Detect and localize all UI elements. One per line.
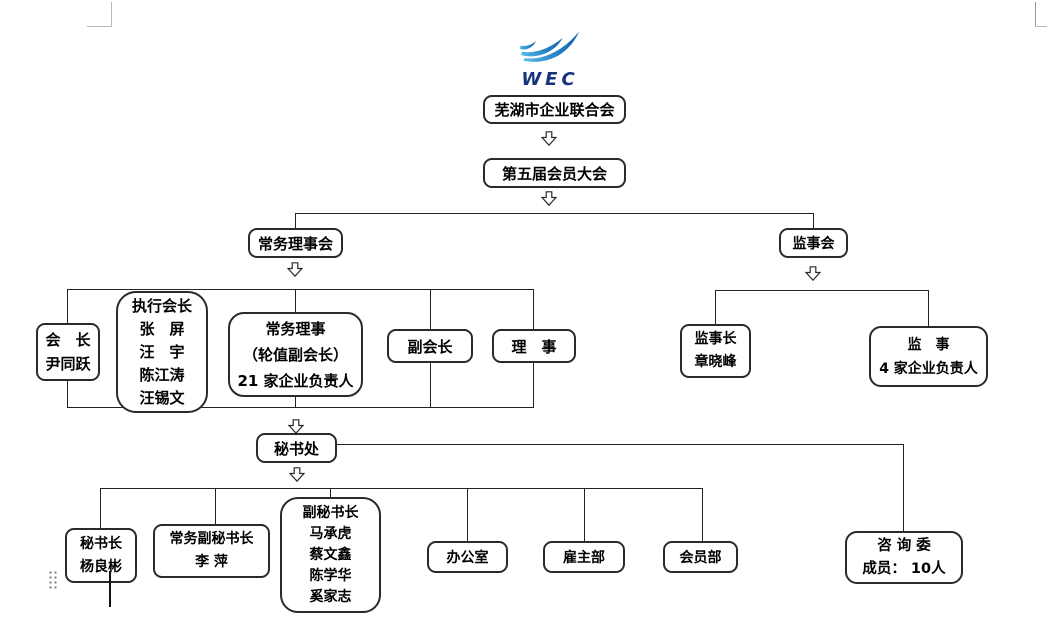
connector-line xyxy=(295,213,814,214)
wec-logo[interactable]: WEC xyxy=(495,29,605,90)
connector-line xyxy=(67,289,534,290)
org-box-federation[interactable]: 芜湖市企业联合会 xyxy=(483,95,626,124)
connector-line xyxy=(903,444,904,532)
connector-line xyxy=(67,407,534,408)
connector-line xyxy=(100,488,101,529)
org-box-standing-directors[interactable]: 常务理事 （轮值副会长） 21 家企业负责人 xyxy=(228,312,363,397)
org-box-advisory-committee[interactable]: 咨 询 委 成员： 10人 xyxy=(845,531,963,584)
connector-line xyxy=(215,488,216,525)
down-arrow-icon xyxy=(289,467,305,482)
org-box-employer-dept[interactable]: 雇主部 xyxy=(543,541,625,573)
org-box-supervisory-board[interactable]: 监事会 xyxy=(779,228,848,258)
org-box-deputy-secretary-generals[interactable]: 副秘书长 马承虎 蔡文鑫 陈学华 奚家志 xyxy=(280,497,381,613)
text-cursor xyxy=(109,571,111,607)
connector-line xyxy=(100,488,703,489)
down-arrow-icon xyxy=(288,419,304,434)
org-box-executive-deputy-secretary-general[interactable]: 常务副秘书长 李 萍 xyxy=(153,524,270,578)
org-box-vice-presidents[interactable]: 副会长 xyxy=(387,329,473,363)
org-box-member-congress[interactable]: 第五届会员大会 xyxy=(483,158,626,188)
connector-line xyxy=(584,488,585,542)
connector-line xyxy=(295,213,296,229)
down-arrow-icon xyxy=(805,266,821,281)
org-box-president[interactable]: 会 长 尹同跃 xyxy=(36,323,100,381)
wec-logo-text: WEC xyxy=(521,69,579,90)
connector-line xyxy=(467,488,468,542)
org-box-secretariat[interactable]: 秘书处 xyxy=(256,433,337,463)
org-box-office[interactable]: 办公室 xyxy=(427,541,508,573)
connector-line xyxy=(702,488,703,542)
connector-line xyxy=(928,290,929,327)
wec-swirl-icon xyxy=(519,31,580,62)
connector-line xyxy=(337,444,903,445)
org-box-standing-council[interactable]: 常务理事会 xyxy=(248,228,343,258)
org-box-secretary-general[interactable]: 秘书长 杨良彬 xyxy=(65,528,137,583)
org-box-chief-supervisor[interactable]: 监事长 章晓峰 xyxy=(680,324,751,378)
connector-line xyxy=(715,290,928,291)
page-margin-mark xyxy=(87,26,112,27)
connector-line xyxy=(330,488,331,498)
org-box-supervisors[interactable]: 监 事 4 家企业负责人 xyxy=(869,326,988,387)
page-margin-mark xyxy=(1035,2,1036,27)
connector-line xyxy=(715,290,716,325)
page-margin-mark xyxy=(111,2,112,27)
connector-line xyxy=(813,213,814,229)
org-box-executive-presidents[interactable]: 执行会长 张 屏 汪 宇 陈江涛 汪锡文 xyxy=(116,291,208,413)
page-margin-mark xyxy=(1035,26,1047,27)
org-box-membership-dept[interactable]: 会员部 xyxy=(663,541,738,573)
shape-anchor-dots xyxy=(47,569,59,589)
down-arrow-icon xyxy=(541,191,557,206)
down-arrow-icon xyxy=(287,262,303,277)
down-arrow-icon xyxy=(541,131,557,146)
org-box-directors[interactable]: 理 事 xyxy=(492,329,576,363)
